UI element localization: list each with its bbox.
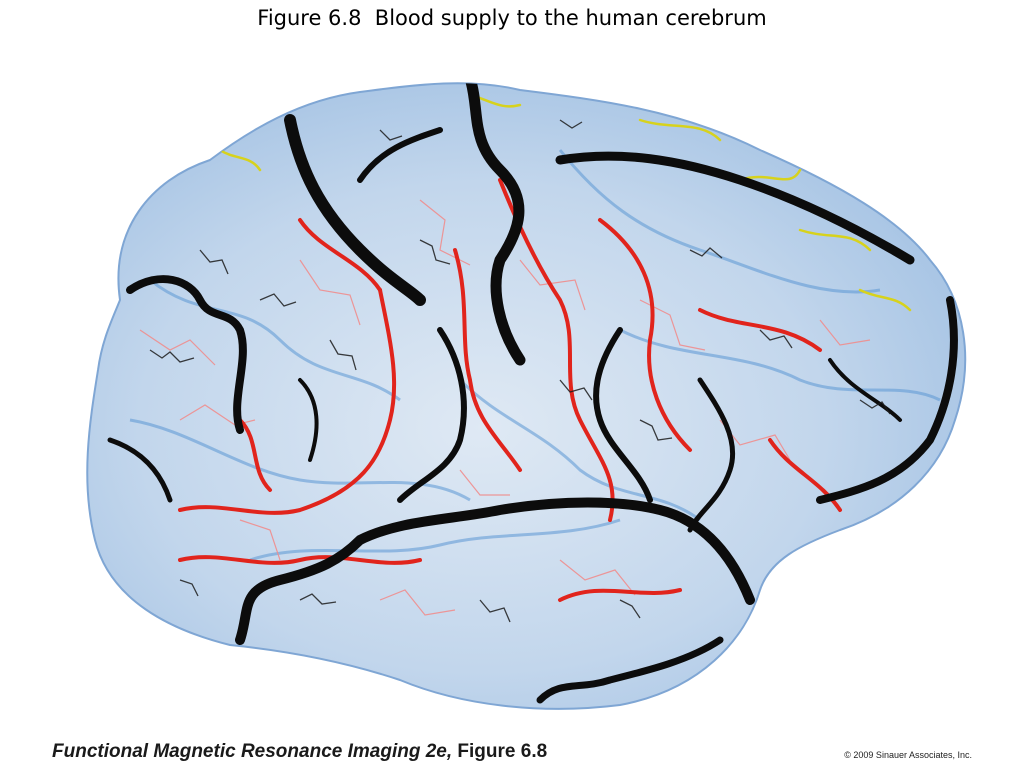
arterioles	[139, 199, 871, 616]
figure-caption: Functional Magnetic Resonance Imaging 2e…	[52, 741, 547, 763]
copyright-notice: © 2009 Sinauer Associates, Inc.	[844, 750, 972, 760]
slide-title: Figure 6.8 Blood supply to the human cer…	[257, 6, 767, 30]
cerebrum-surface	[86, 82, 967, 710]
caption-book-title: Functional Magnetic Resonance Imaging 2e…	[52, 741, 453, 762]
veins	[107, 83, 958, 704]
arteries	[178, 178, 842, 602]
anastomoses	[218, 93, 912, 312]
venules	[149, 119, 891, 623]
caption-figure-number: Figure 6.8	[452, 741, 548, 762]
